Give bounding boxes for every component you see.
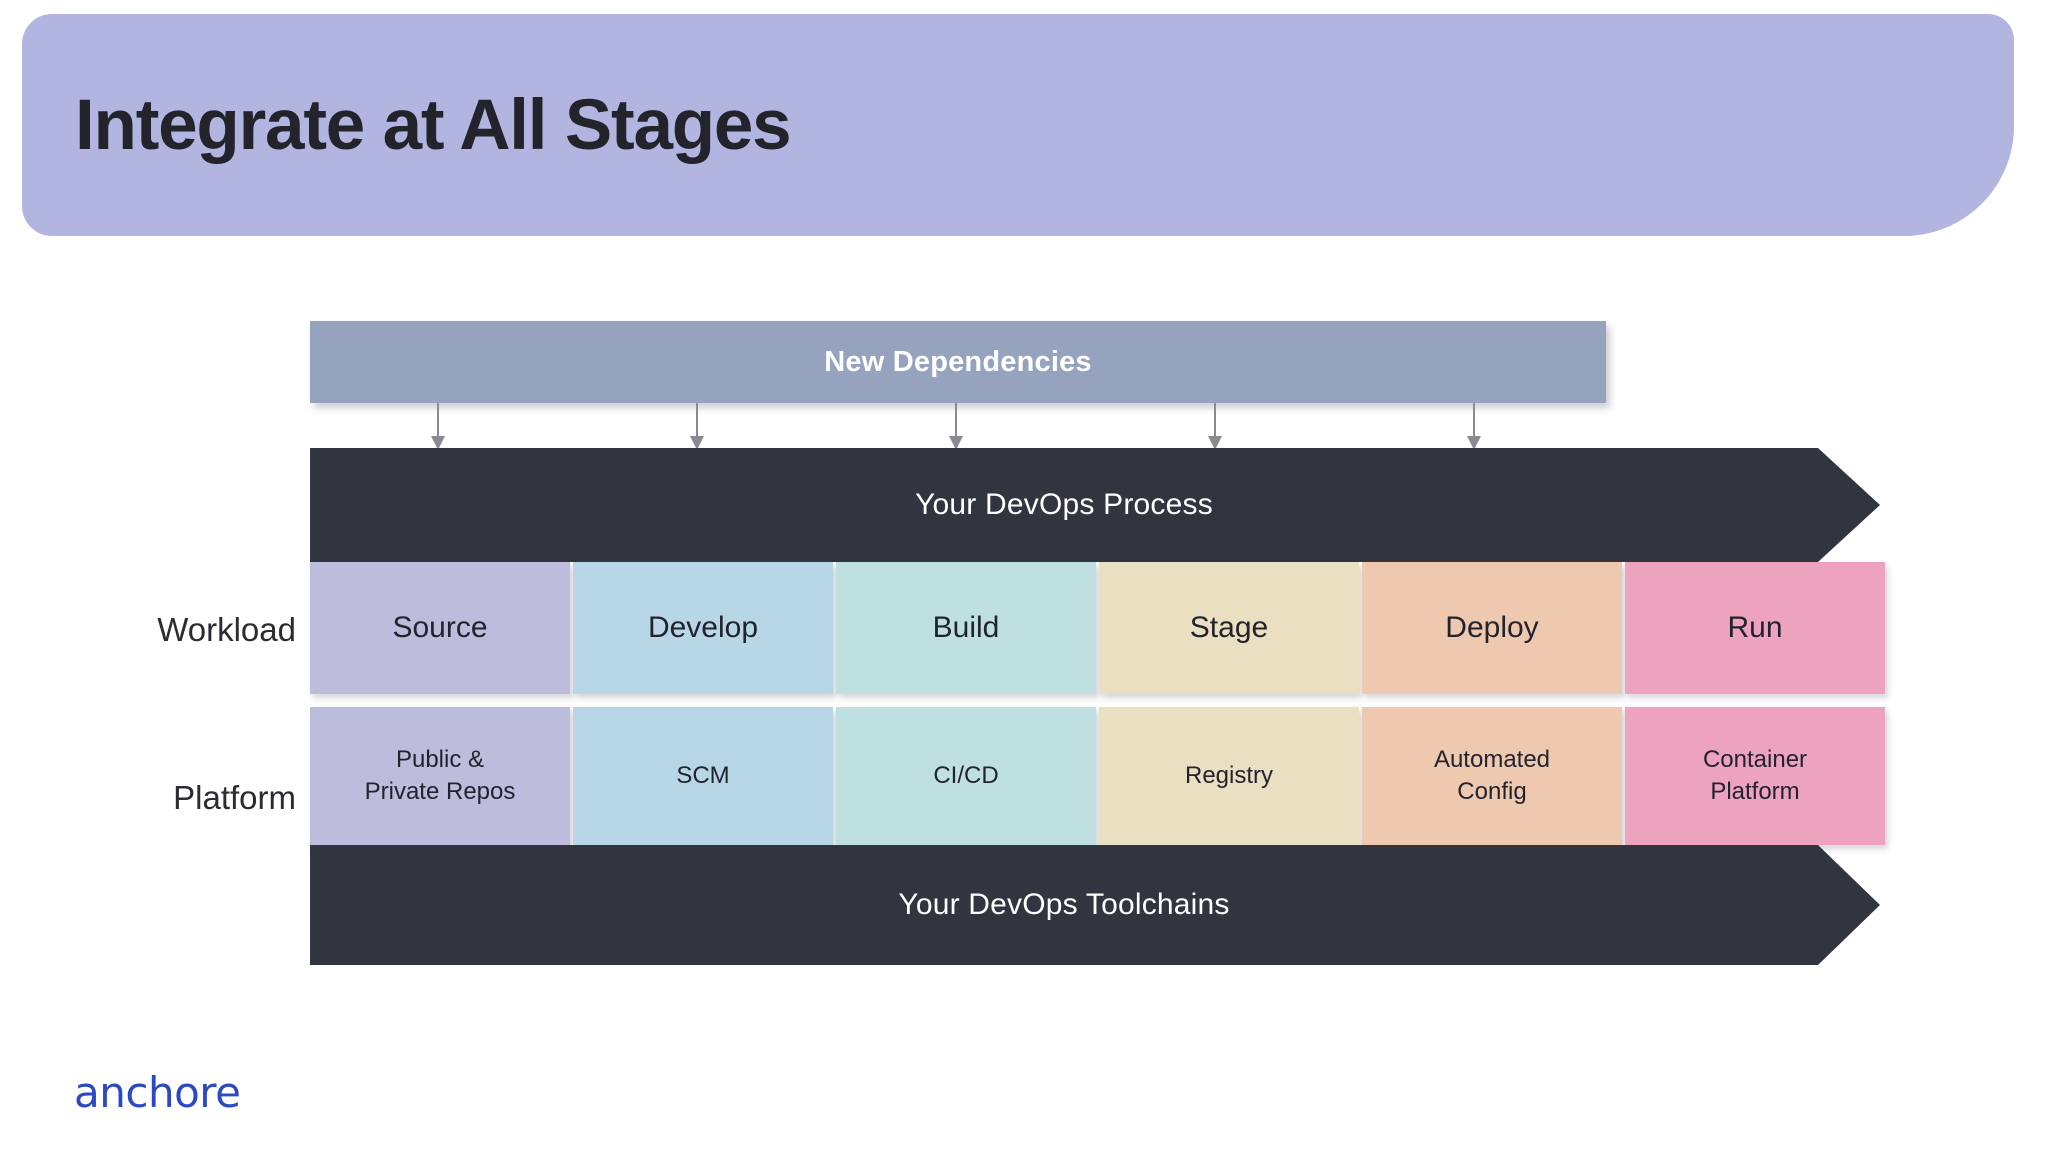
- row-label-workload: Workload: [157, 611, 296, 648]
- platform-stage-row: Public & Private Repos SCM CI/CD Registr…: [310, 707, 1885, 845]
- label-line-2: Platform: [1710, 778, 1800, 805]
- platform-cell-label: Container Platform: [1703, 744, 1807, 807]
- platform-cell-registry[interactable]: Registry: [1099, 707, 1359, 845]
- dependency-arrow-4: [1208, 403, 1222, 450]
- arrow-head-icon: [690, 436, 704, 450]
- stage-cell-develop[interactable]: Develop: [573, 562, 833, 694]
- arrow-shaft: [1214, 403, 1216, 439]
- workload-stage-row: Source Develop Build Stage Deploy Run: [310, 562, 1885, 694]
- dependency-arrow-3: [949, 403, 963, 450]
- arrow-head-icon: [1467, 436, 1481, 450]
- platform-cell-label: Automated Config: [1434, 744, 1550, 807]
- devops-toolchains-label: Your DevOps Toolchains: [898, 888, 1230, 921]
- stage-cell-label: Stage: [1189, 611, 1269, 644]
- new-dependencies-bar: New Dependencies: [310, 321, 1606, 403]
- page-title: Integrate at All Stages: [75, 85, 792, 165]
- arrow-shaft: [1473, 403, 1475, 439]
- stage-cell-label: Develop: [647, 611, 759, 644]
- arrow-head-icon: [1208, 436, 1222, 450]
- label-line-1: Container: [1702, 746, 1808, 774]
- stage-cell-label: Source: [392, 611, 488, 644]
- devops-process-label: Your DevOps Process: [915, 488, 1213, 521]
- arrow-head-icon: [431, 436, 445, 450]
- arrow-shaft: [955, 403, 957, 439]
- stage-cell-build[interactable]: Build: [836, 562, 1096, 694]
- platform-cell-label: SCM: [676, 762, 730, 790]
- label-line-2: Private Repos: [364, 778, 516, 805]
- platform-cell-label: Registry: [1184, 762, 1274, 790]
- dependency-arrow-5: [1467, 403, 1481, 450]
- platform-cell-automated-config[interactable]: Automated Config: [1362, 707, 1622, 845]
- stage-cell-stage[interactable]: Stage: [1099, 562, 1359, 694]
- arrow-shaft: [696, 403, 698, 439]
- new-dependencies-label: New Dependencies: [824, 345, 1092, 378]
- platform-cell-label: CI/CD: [933, 762, 999, 790]
- platform-cell-repos[interactable]: Public & Private Repos: [310, 707, 570, 845]
- label-line-1: Public &: [395, 746, 485, 774]
- stage-cell-label: Build: [932, 611, 1000, 644]
- stage-cell-source[interactable]: Source: [310, 562, 570, 694]
- stage-cell-label: Deploy: [1445, 611, 1539, 644]
- label-line-1: Automated: [1433, 746, 1551, 774]
- platform-cell-label: Public & Private Repos: [365, 744, 516, 807]
- devops-toolchains-bar: Your DevOps Toolchains: [310, 845, 1880, 965]
- row-label-platform: Platform: [173, 779, 296, 816]
- devops-process-bar: Your DevOps Process: [310, 448, 1880, 562]
- arrow-shaft: [437, 403, 439, 439]
- platform-cell-scm[interactable]: SCM: [573, 707, 833, 845]
- title-banner: Integrate at All Stages: [22, 14, 2014, 236]
- anchore-logo: anchore: [74, 1068, 241, 1117]
- label-line-2: Config: [1457, 778, 1527, 805]
- platform-cell-cicd[interactable]: CI/CD: [836, 707, 1096, 845]
- stage-cell-label: Run: [1727, 611, 1783, 644]
- stage-cell-run[interactable]: Run: [1625, 562, 1885, 694]
- dependency-arrow-2: [690, 403, 704, 450]
- stage-cell-deploy[interactable]: Deploy: [1362, 562, 1622, 694]
- platform-cell-container-platform[interactable]: Container Platform: [1625, 707, 1885, 845]
- arrow-head-icon: [949, 436, 963, 450]
- dependency-arrow-1: [431, 403, 445, 450]
